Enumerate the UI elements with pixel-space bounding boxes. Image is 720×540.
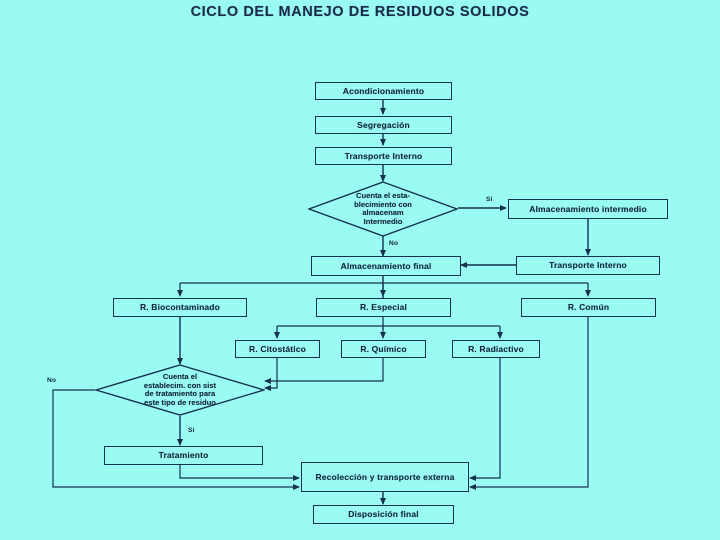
diamond-shape-tratamiento	[95, 364, 265, 416]
node-acondicionamiento[interactable]: Acondicionamiento	[315, 82, 452, 100]
decision-almacenamiento-intermedio[interactable]: Cuenta el esta- blecimiento con almacena…	[308, 181, 458, 237]
page-title: CICLO DEL MANEJO DE RESIDUOS SOLIDOS	[190, 4, 530, 20]
node-r-comun[interactable]: R. Común	[521, 298, 656, 317]
diamond-shape-almacen	[308, 181, 458, 237]
edge-label-si-tratamiento: Si	[188, 427, 195, 434]
decision-tratamiento-label: Cuenta el establecim. con sist de tratam…	[143, 372, 217, 407]
node-r-citostatico[interactable]: R. Citostático	[235, 340, 320, 358]
node-r-radiactivo[interactable]: R. Radiactivo	[452, 340, 540, 358]
node-transporte-interno-1[interactable]: Transporte Interno	[315, 147, 452, 165]
node-almacenamiento-intermedio[interactable]: Almacenamiento intermedio	[508, 199, 668, 219]
node-tratamiento[interactable]: Tratamiento	[104, 446, 263, 465]
node-r-quimico[interactable]: R. Químico	[341, 340, 426, 358]
node-r-biocontaminado[interactable]: R. Biocontaminado	[113, 298, 247, 317]
node-recoleccion-transporte-externa[interactable]: Recolección y transporte externa	[301, 462, 469, 492]
edge-label-no-tratamiento: No	[47, 377, 57, 384]
node-segregacion[interactable]: Segregación	[315, 116, 452, 134]
node-almacenamiento-final[interactable]: Almacenamiento final	[311, 256, 461, 276]
node-disposicion-final[interactable]: Disposición final	[313, 505, 454, 524]
decision-tratamiento[interactable]: Cuenta el establecim. con sist de tratam…	[95, 364, 265, 416]
decision-almacen-label: Cuenta el esta- blecimiento con almacena…	[354, 191, 412, 226]
edge-label-no-almacen: No	[389, 240, 399, 247]
node-r-especial[interactable]: R. Especial	[316, 298, 451, 317]
edge-label-si-almacen: Si	[486, 196, 493, 203]
node-transporte-interno-2[interactable]: Transporte Interno	[516, 256, 660, 275]
